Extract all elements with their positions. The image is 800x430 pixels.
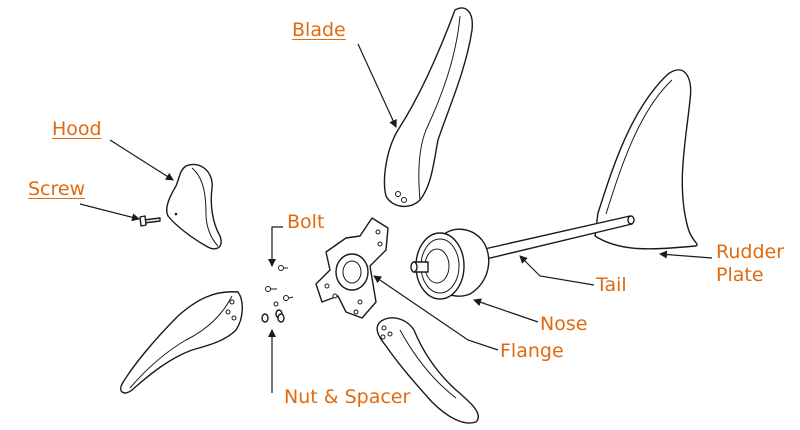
plate-label: Plate [716,264,764,286]
rudder-label: Rudder [716,241,785,263]
bolts-part [265,265,294,307]
nuts-spacers-part [261,309,285,323]
flange-part [315,217,389,319]
screw-label: Screw [28,178,86,200]
blade-bottom-left-part [120,291,243,394]
rudder-plate-part [594,69,698,250]
hood-label: Hood [52,118,102,140]
nose-part [410,228,490,300]
flange-label: Flange [500,340,564,362]
leader-lines [79,43,713,393]
tail-label: Tail [596,274,627,296]
blade-label: Blade [292,19,346,41]
blade-top-part [383,7,473,207]
nose-label: Nose [540,313,588,335]
blade-bottom-right-part [376,317,479,424]
screw-part [139,215,161,227]
hood-part [166,163,222,250]
bolt-label: Bolt [287,211,325,233]
nut-spacer-label: Nut & Spacer [284,386,411,408]
